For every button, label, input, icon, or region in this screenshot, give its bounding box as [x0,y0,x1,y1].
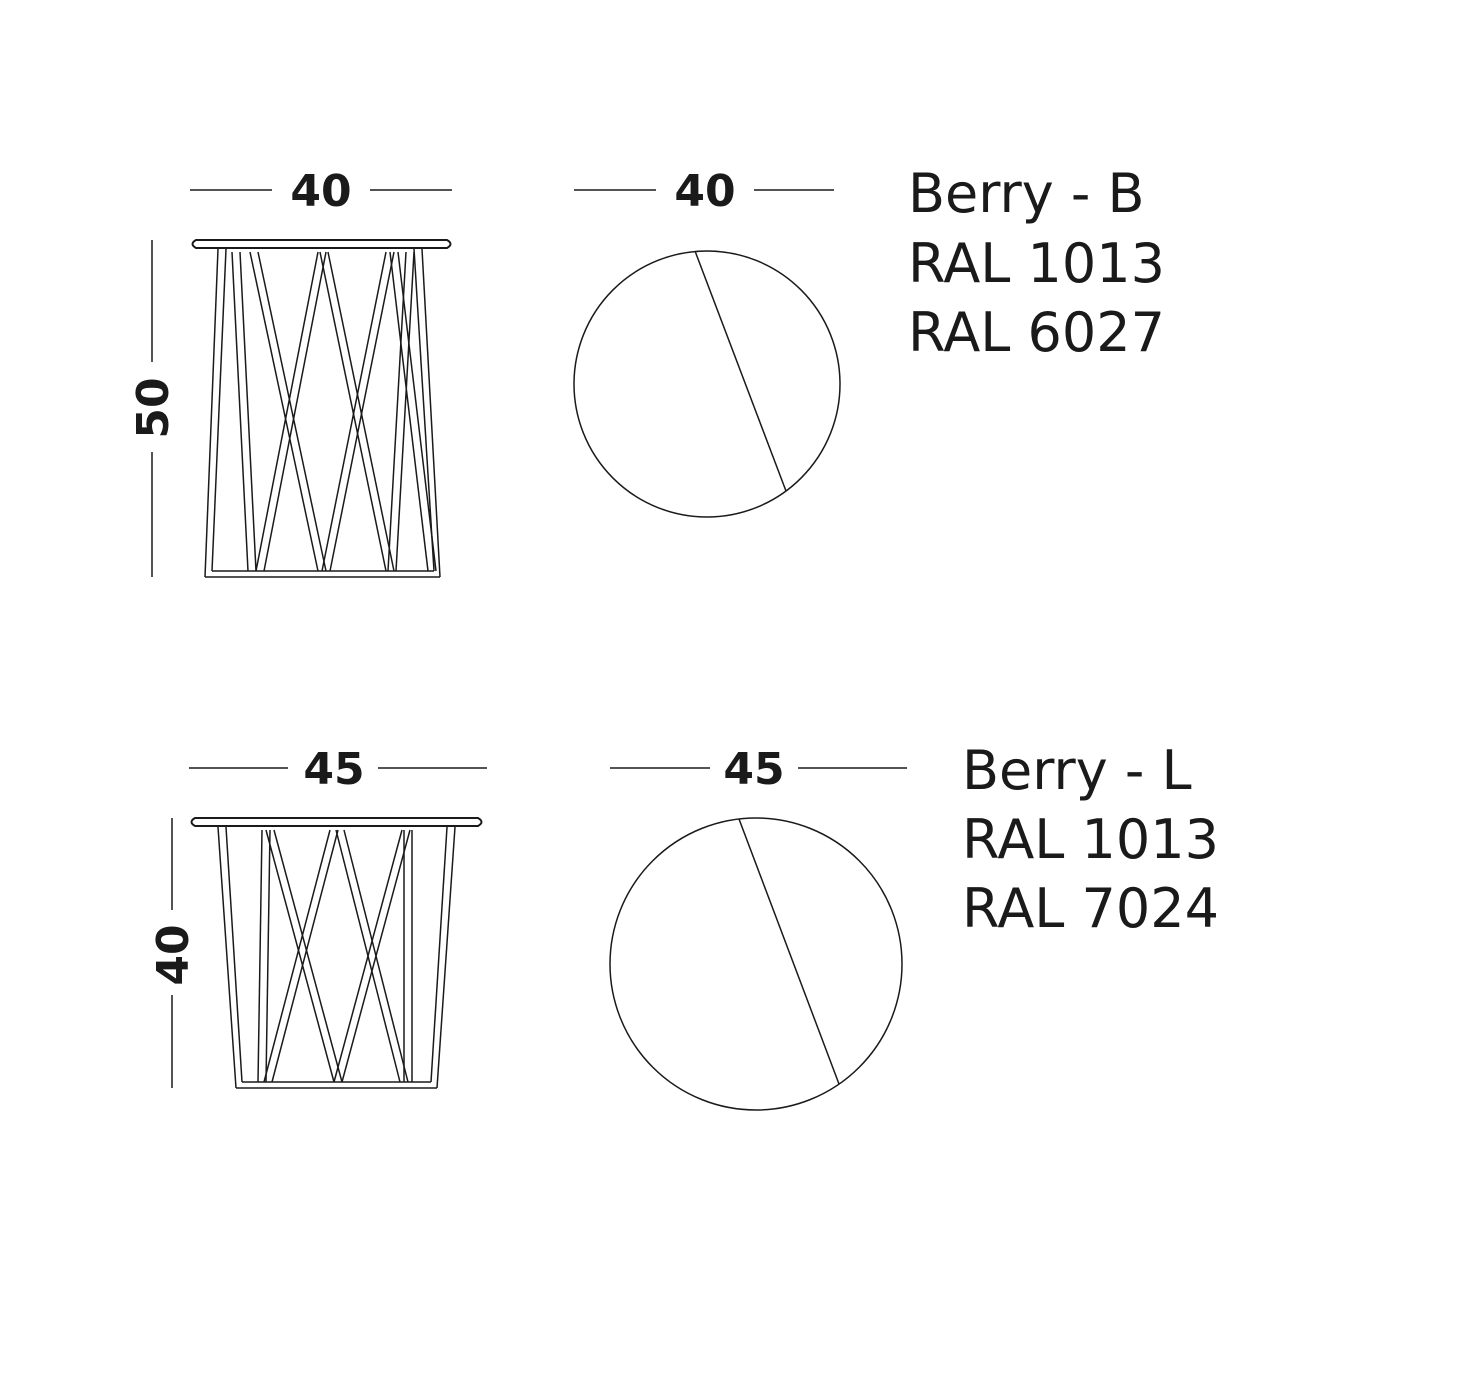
height-value: 50 [128,377,179,438]
height-dimension: 50 [128,240,179,577]
product-label: Berry - L RAL 1013 RAL 7024 [962,739,1219,940]
side-elevation-drawing [191,239,452,578]
top-diameter-dimension: 40 [574,166,834,217]
height-value: 40 [148,924,199,985]
top-view-drawing [609,817,903,1111]
color-code: RAL 1013 [962,808,1219,871]
product-berry-b: 40 50 [128,162,1165,578]
product-name: Berry - L [962,739,1192,802]
side-elevation-drawing [190,817,483,1089]
side-width-value: 40 [290,166,351,217]
product-label: Berry - B RAL 1013 RAL 6027 [908,162,1165,364]
color-code: RAL 6027 [908,301,1165,364]
color-code: RAL 1013 [908,232,1165,295]
side-width-value: 45 [303,744,364,795]
color-code: RAL 7024 [962,877,1219,940]
height-dimension: 40 [148,818,199,1088]
product-berry-l: 45 40 [148,739,1219,1111]
top-diameter-value: 45 [723,744,784,795]
side-width-dimension: 40 [190,166,452,217]
product-name: Berry - B [908,162,1145,225]
side-width-dimension: 45 [189,744,487,795]
top-diameter-value: 40 [674,166,735,217]
top-diameter-dimension: 45 [610,744,907,795]
top-view-drawing [573,250,841,518]
